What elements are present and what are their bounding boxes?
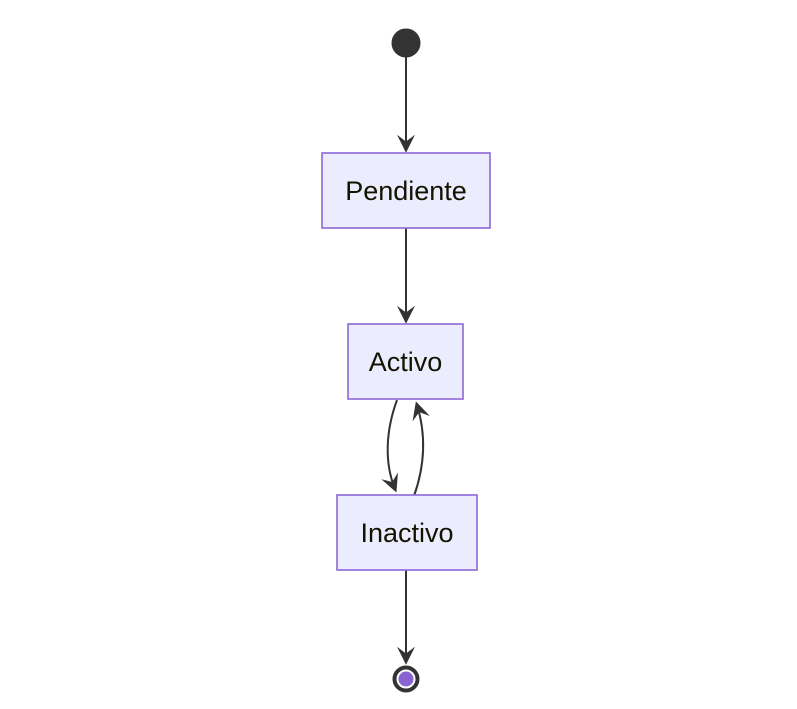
state-box-inactivo: [336, 494, 478, 571]
state-box-activo: [347, 323, 464, 400]
state-node-inactivo: Inactivo: [336, 494, 478, 571]
edge-inactivo-to-activo: [412, 401, 430, 497]
state-node-activo: Activo: [347, 323, 464, 400]
edge-activo-to-inactivo: [381, 399, 398, 493]
state-box-pendiente: [321, 152, 491, 229]
state-node-pendiente: Pendiente: [321, 152, 491, 229]
final-state-node: [392, 665, 420, 693]
state-label-pendiente: Pendiente: [345, 176, 467, 206]
state-label-inactivo: Inactivo: [360, 518, 453, 548]
state-label-activo: Activo: [369, 347, 443, 377]
initial-state-node: [391, 28, 421, 58]
final-state-inner-dot: [398, 671, 414, 687]
